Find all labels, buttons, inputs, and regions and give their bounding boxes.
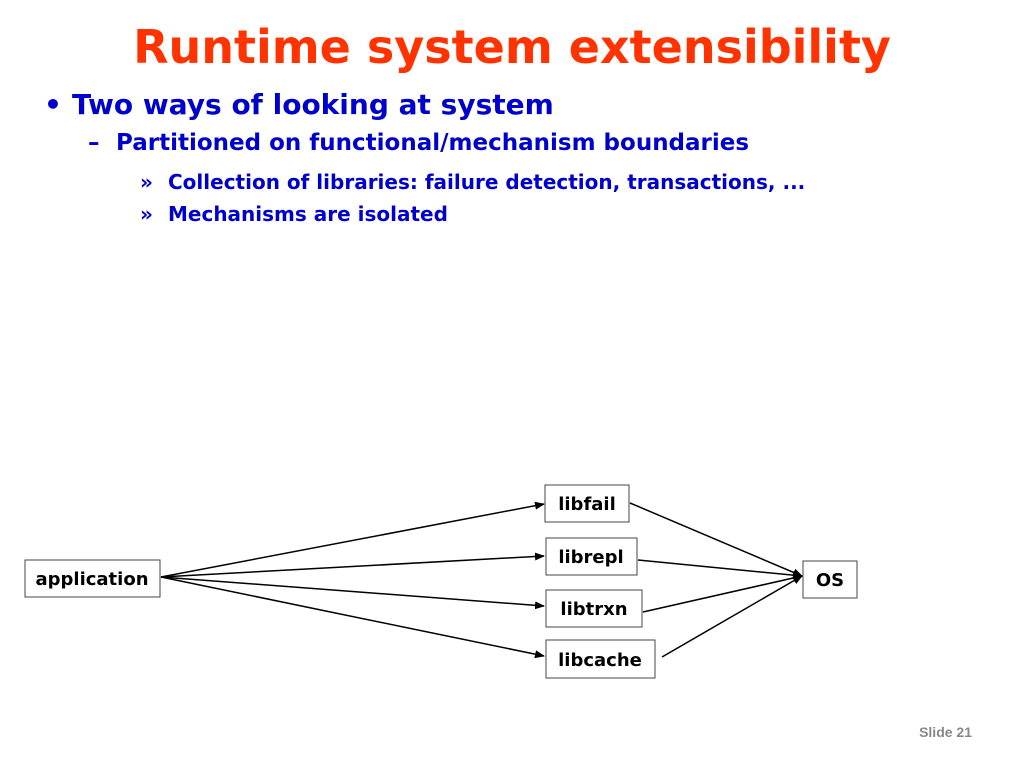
bullet-text: Two ways of looking at system: [72, 88, 554, 121]
bullet-list: • Two ways of looking at system –Partitio…: [0, 0, 1024, 260]
edges-app-to-libs: [160, 501, 545, 659]
node-application-label: application: [35, 569, 148, 590]
bullet-text: Mechanisms are isolated: [168, 202, 448, 226]
bullet-level2: –Partitioned on functional/mechanism bou…: [88, 130, 749, 156]
edge-libfail-os: [629, 502, 803, 577]
bullet-text: Collection of libraries: failure detecti…: [168, 170, 806, 194]
bullet-text: Partitioned on functional/mechanism boun…: [116, 130, 750, 156]
edge-libtrxn-os: [642, 574, 803, 613]
edges-libs-to-os: [629, 502, 803, 658]
chevron-marker: »: [140, 202, 153, 226]
node-libtrxn: libtrxn: [545, 589, 643, 628]
dash-marker: –: [88, 130, 100, 156]
bullet-level3-item: » Mechanisms are isolated: [140, 202, 448, 226]
edge-librepl-os: [637, 559, 803, 580]
node-libtrxn-label: libtrxn: [560, 599, 627, 620]
slide-number: Slide 21: [919, 724, 972, 740]
bullet-level3-item: » Collection of libraries: failure detect…: [140, 170, 805, 194]
node-librepl: librepl: [545, 537, 638, 576]
node-libfail-label: libfail: [558, 494, 616, 515]
node-os-label: OS: [816, 570, 844, 591]
edge-libcache-os: [661, 575, 803, 658]
edge-app-libtrxn: [160, 576, 545, 610]
node-application: application: [24, 559, 161, 598]
node-os: OS: [802, 560, 858, 599]
bullet-level1: • Two ways of looking at system: [44, 88, 554, 121]
edge-app-librepl: [160, 552, 545, 578]
node-libfail: libfail: [544, 484, 630, 523]
node-librepl-label: librepl: [558, 547, 623, 568]
edge-app-libfail: [160, 501, 545, 578]
node-libcache: libcache: [545, 639, 656, 679]
edge-app-libcache: [160, 576, 545, 659]
slide-title: Runtime system extensibility: [133, 20, 891, 74]
node-libcache-label: libcache: [558, 650, 642, 671]
bullet-marker: •: [44, 88, 62, 121]
chevron-marker: »: [140, 170, 153, 194]
